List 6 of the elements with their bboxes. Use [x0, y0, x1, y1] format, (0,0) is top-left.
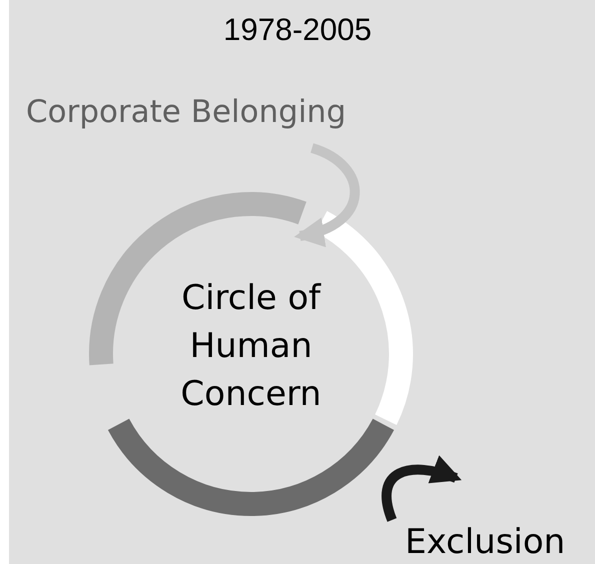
curved-arrow — [382, 456, 462, 522]
label-text: Corporate Belonging — [26, 94, 346, 130]
center-text: Circle of Human Concern — [180, 277, 322, 416]
label-text: Exclusion — [405, 522, 566, 562]
title: 1978-2005 — [222, 12, 373, 48]
curved-arrow — [294, 143, 360, 246]
